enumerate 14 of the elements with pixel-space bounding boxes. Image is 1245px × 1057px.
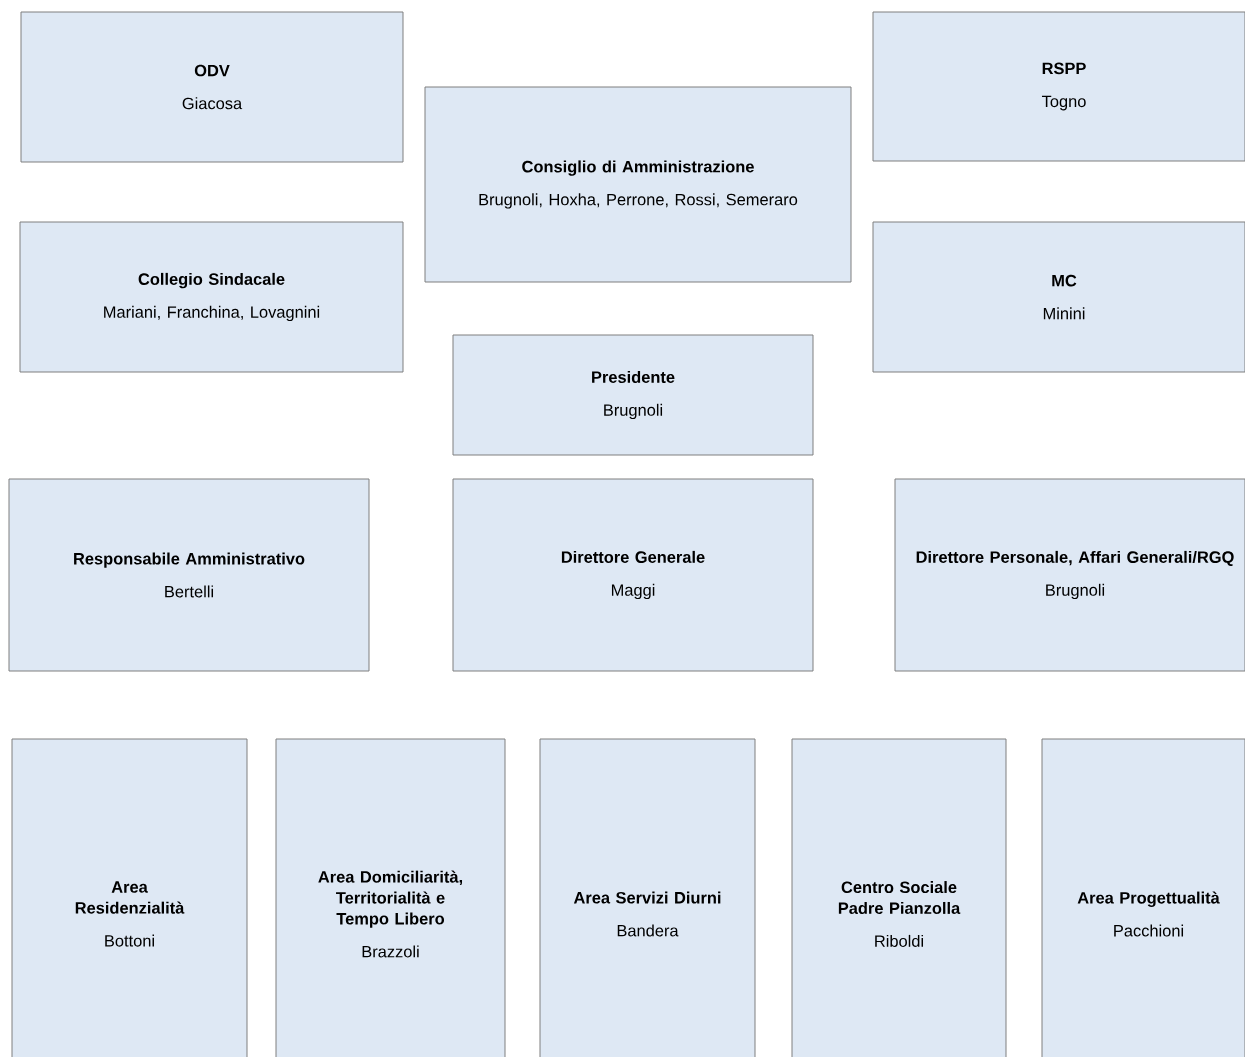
org-box: ODV Giacosa bbox=[20, 11, 404, 163]
org-box: Area Servizi Diurni Bandera bbox=[539, 738, 756, 1057]
org-box: Direttore Personale, Affari Generali/RGQ Brugnoli bbox=[894, 478, 1245, 672]
org-box: Area Residenzialità Bottoni bbox=[11, 738, 248, 1057]
org-box: Presidente Brugnoli bbox=[452, 334, 814, 456]
org-box: Direttore Generale Maggi bbox=[452, 478, 814, 672]
org-box: Area Domiciliarità, Territorialità e Tempo Libero Brazzoli bbox=[275, 738, 506, 1057]
org-box: Responsabile Amministrativo Bertelli bbox=[8, 478, 370, 672]
org-box: MC Minini bbox=[872, 221, 1245, 373]
org-box: Centro Sociale Padre Pianzolla Riboldi bbox=[791, 738, 1007, 1057]
org-box: Consiglio di Amministrazione Brugnoli, Hoxha, Perrone, Rossi, Semeraro bbox=[424, 86, 852, 283]
org-box: RSPP Togno bbox=[872, 11, 1245, 162]
org-box: Collegio Sindacale Mariani, Franchina, Lovagnini bbox=[19, 221, 404, 373]
org-box: Area Progettualità Pacchioni bbox=[1041, 738, 1245, 1057]
